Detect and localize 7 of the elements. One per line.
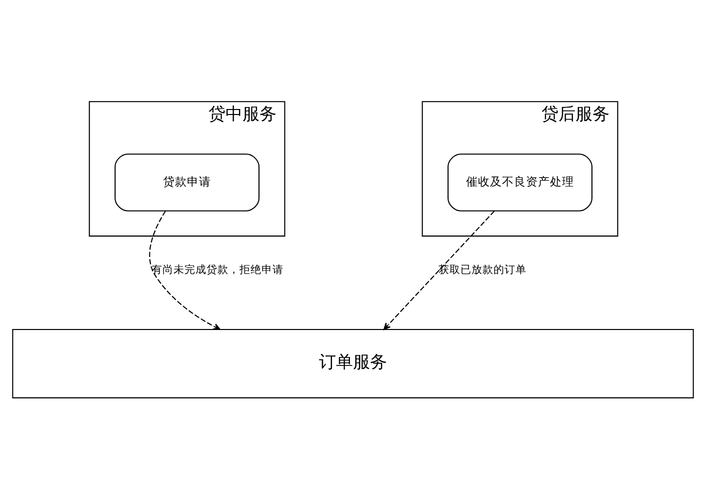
- arrow: [383, 210, 495, 330]
- arrow: [149, 210, 221, 330]
- node-box: 订单服务: [12, 328, 694, 398]
- edge-label: 获取已放款的订单: [438, 263, 527, 276]
- node-box: 催收及不良资产处理: [448, 153, 592, 211]
- edge-label: 有尚未完成贷款，拒绝申请: [152, 263, 284, 276]
- node-box: 贷款申请: [114, 153, 260, 211]
